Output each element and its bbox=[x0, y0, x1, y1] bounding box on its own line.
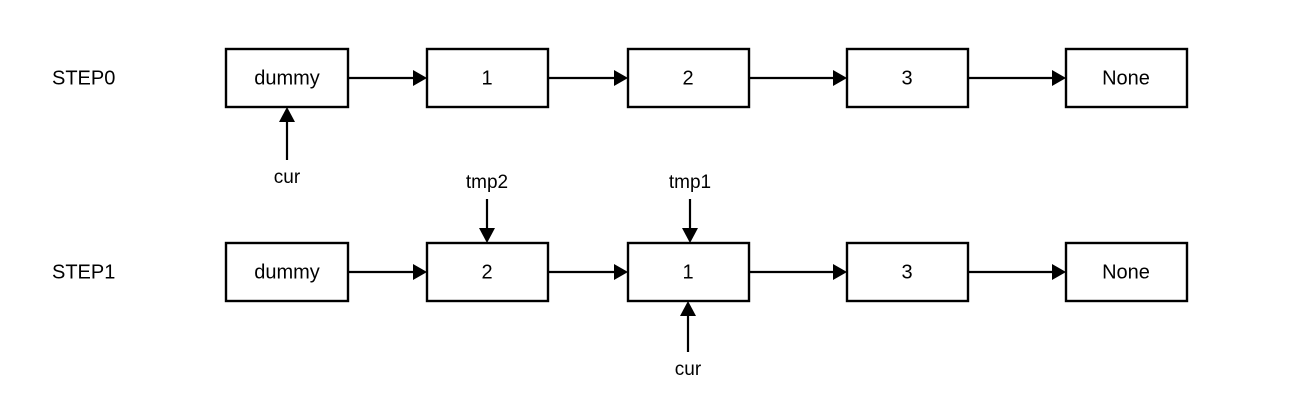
node-label: dummy bbox=[254, 67, 320, 89]
pointer-step0-cur: cur bbox=[274, 107, 301, 188]
node-step1-0: dummy bbox=[224, 241, 350, 303]
node-label: 3 bbox=[901, 261, 912, 283]
node-label: None bbox=[1102, 261, 1150, 283]
node-step1-3: 3 bbox=[845, 241, 970, 303]
node-label: 1 bbox=[481, 67, 492, 89]
next-arrow-step0-3-to-4 bbox=[968, 70, 1066, 86]
node-step1-4: None bbox=[1064, 241, 1189, 303]
node-step0-3: 3 bbox=[845, 47, 970, 109]
node-box bbox=[425, 47, 550, 109]
next-arrow-step0-1-to-2 bbox=[548, 70, 628, 86]
node-label: None bbox=[1102, 67, 1150, 89]
row-label-step0: STEP0 bbox=[52, 67, 115, 89]
next-arrow-step1-3-to-4 bbox=[968, 264, 1066, 280]
node-box bbox=[224, 241, 350, 303]
node-box bbox=[845, 241, 970, 303]
node-box bbox=[224, 47, 350, 109]
pointer-label: cur bbox=[675, 359, 702, 380]
pointer-step1-tmp1: tmp1 bbox=[669, 172, 711, 243]
pointer-label: cur bbox=[274, 167, 301, 188]
node-label: 2 bbox=[481, 261, 492, 283]
node-step1-1: 2 bbox=[425, 241, 550, 303]
pointer-step1-tmp2: tmp2 bbox=[466, 172, 508, 243]
next-arrow-step0-2-to-3 bbox=[749, 70, 847, 86]
node-label: dummy bbox=[254, 261, 320, 283]
next-arrow-step1-2-to-3 bbox=[749, 264, 847, 280]
next-arrow-step0-0-to-1 bbox=[348, 70, 427, 86]
node-box bbox=[845, 47, 970, 109]
node-box bbox=[626, 241, 751, 303]
node-label: 1 bbox=[682, 261, 693, 283]
node-step0-4: None bbox=[1064, 47, 1189, 109]
node-label: 3 bbox=[901, 67, 912, 89]
row-step0-nodes: dummy 1 2 3 None bbox=[224, 47, 1189, 109]
next-arrow-step1-1-to-2 bbox=[548, 264, 628, 280]
row-step1-connectors bbox=[348, 264, 1066, 280]
node-step1-2: 1 bbox=[626, 241, 751, 303]
pointer-label: tmp2 bbox=[466, 172, 508, 193]
node-step0-1: 1 bbox=[425, 47, 550, 109]
next-arrow-step1-0-to-1 bbox=[348, 264, 427, 280]
pointer-step1-cur: cur bbox=[675, 301, 702, 380]
node-step0-2: 2 bbox=[626, 47, 751, 109]
node-box bbox=[425, 241, 550, 303]
row-label-step1: STEP1 bbox=[52, 261, 115, 283]
pointer-label: tmp1 bbox=[669, 172, 711, 193]
row-step0-connectors bbox=[348, 70, 1066, 86]
node-step0-0: dummy bbox=[224, 47, 350, 109]
node-label: 2 bbox=[682, 67, 693, 89]
